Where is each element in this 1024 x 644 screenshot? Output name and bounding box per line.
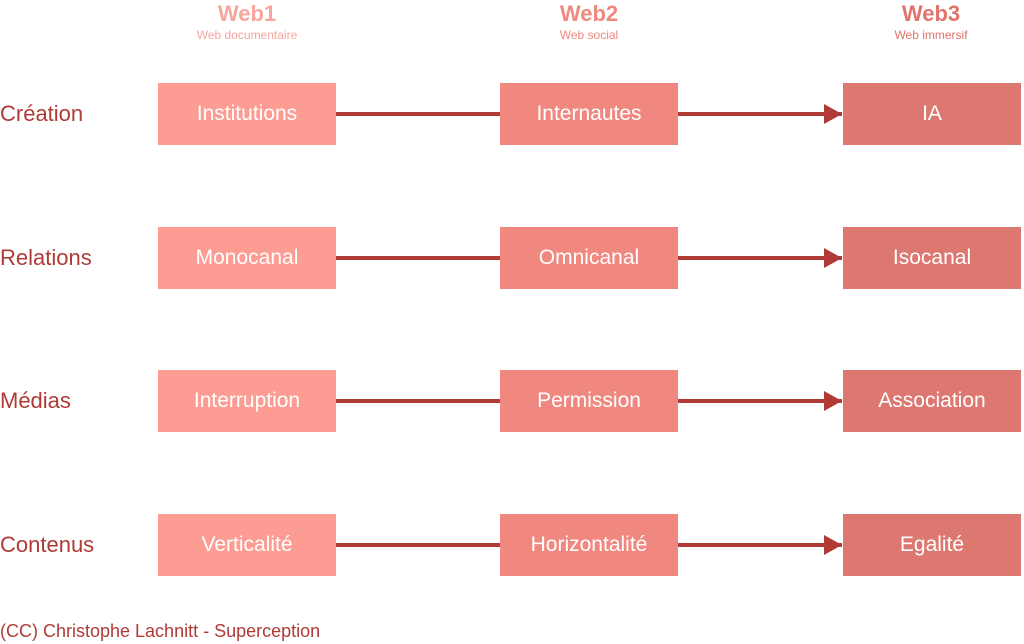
row-label-contenus: Contenus (0, 532, 95, 557)
row-label-creation: Création (0, 101, 84, 126)
column-subtitle: Web documentaire (196, 28, 298, 42)
column-header-web2: Web2 Web social (469, 0, 709, 42)
node-relations-web1: Monocanal (158, 227, 336, 289)
column-title: Web1 (217, 1, 277, 26)
column-header-web3: Web3 Web immersif (811, 0, 1024, 42)
node-medias-web2: Permission (500, 370, 678, 432)
credit-text: (CC) Christophe Lachnitt - Superception (0, 621, 321, 641)
node-contenus-web3: Egalité (843, 514, 1021, 576)
node-creation-web3: IA (843, 83, 1021, 145)
row-label-medias: Médias (0, 388, 71, 413)
column-title: Web3 (901, 1, 961, 26)
column-title: Web2 (559, 1, 619, 26)
node-medias-web1: Interruption (158, 370, 336, 432)
node-creation-web1: Institutions (158, 83, 336, 145)
arrow-right-icon (824, 391, 842, 411)
node-creation-web2: Internautes (500, 83, 678, 145)
arrow-right-icon (824, 535, 842, 555)
column-header-web1: Web1 Web documentaire (127, 0, 367, 42)
column-subtitle: Web social (559, 28, 619, 42)
row-label-relations: Relations (0, 245, 92, 270)
arrow-right-icon (824, 248, 842, 268)
arrow-right-icon (824, 104, 842, 124)
node-contenus-web2: Horizontalité (500, 514, 678, 576)
node-relations-web3: Isocanal (843, 227, 1021, 289)
column-subtitle: Web immersif (894, 28, 968, 42)
node-contenus-web1: Verticalité (158, 514, 336, 576)
node-relations-web2: Omnicanal (500, 227, 678, 289)
node-medias-web3: Association (843, 370, 1021, 432)
